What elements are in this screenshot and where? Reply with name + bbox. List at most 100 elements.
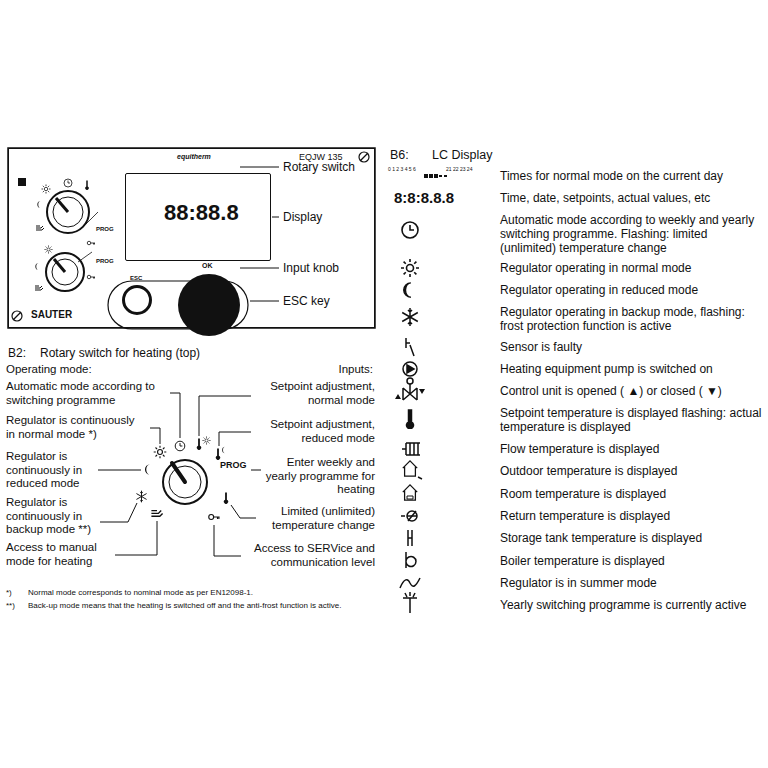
- controller-panel-drawing-part: [36, 226, 44, 230]
- lc-display-symbols-part: [402, 443, 420, 455]
- lc-display-symbols-part: [402, 308, 418, 326]
- controller-panel-drawing-part: [42, 185, 51, 194]
- symbol-description: Boiler temperature is displayed: [500, 554, 762, 568]
- column-heading: Inputs:: [318, 363, 373, 377]
- lc-display-symbols-part: [403, 485, 417, 500]
- symbol-description: Room temperature is displayed: [500, 487, 762, 501]
- switch-position-label: Setpoint adjustment, reduced mode: [255, 418, 375, 445]
- controller-panel-drawing-part: [78, 212, 98, 262]
- switch-position-label: Regulator is continuously in backup mode…: [6, 496, 96, 537]
- callout-label: Rotary switch: [283, 160, 355, 174]
- controller-panel-drawing-part: [35, 286, 43, 290]
- controller-panel-drawing-part: [35, 263, 39, 270]
- lc-display-symbols-part-part: [429, 174, 433, 178]
- controller-panel-drawing-part: [44, 245, 52, 253]
- lc-display-symbols-part: [401, 259, 419, 277]
- callout-label: Input knob: [283, 261, 339, 275]
- section-number: B2:: [8, 346, 26, 360]
- input-knob: OK: [178, 274, 240, 336]
- symbol-description: Control unit is opened ( ▲) or closed ( …: [500, 384, 762, 398]
- controller-panel-drawing-part: [12, 311, 22, 321]
- rotary-switch-diagram-part: [145, 464, 150, 474]
- rotary-switch-diagram-part-part: [231, 505, 256, 518]
- footnote-mark: **): [6, 601, 15, 611]
- lc-display-symbols-part-part: [439, 175, 442, 177]
- lc-display-symbols-part: [400, 578, 420, 588]
- switch-position-label: Limited (unlimited) temperature change: [260, 505, 375, 532]
- rotary-switch-diagram-part-part: [214, 525, 241, 556]
- lc-display-symbols-part-part: [434, 174, 438, 178]
- footnote-mark: *): [6, 588, 12, 598]
- switch-mark: PROG: [220, 460, 247, 471]
- lc-display-symbols-part: [407, 378, 413, 384]
- controller-panel-drawing-part: [52, 259, 78, 285]
- symbol-description: Times for normal mode on the current day: [500, 169, 762, 183]
- section-number: B6:: [390, 148, 409, 163]
- lc-display-symbols-part-part: [444, 175, 447, 177]
- controller-panel-drawing-part: [56, 198, 68, 212]
- lc-display-symbols-part: [408, 511, 416, 521]
- switch-mark: PROG: [96, 226, 114, 233]
- digit-symbol: 8:8:8.8.8: [394, 189, 454, 207]
- rotary-switch-diagram-part: [136, 491, 146, 503]
- lc-display-panel: 88:88.8: [125, 173, 271, 261]
- switch-position-label: Regulator is continuously in reduced mod…: [6, 450, 94, 491]
- switch-position-label: Setpoint adjustment, normal mode: [255, 380, 375, 407]
- rotary-switch-diagram-part-part: [100, 503, 137, 522]
- controller-panel-drawing-part: [18, 178, 26, 186]
- rotary-switch-diagram-part-part: [170, 393, 180, 438]
- callout-label: Display: [283, 210, 322, 224]
- switch-position-label: Access to manual mode for heating: [6, 541, 111, 568]
- symbol-description: Storage tank temperature is displayed: [500, 531, 762, 545]
- controller-panel-drawing-part: [46, 253, 84, 291]
- rotary-switch-diagram-part-part: [98, 470, 141, 471]
- symbol-description: Outdoor temperature is displayed: [500, 464, 762, 478]
- symbol-description: Time, date, setpoints, actual values, et…: [500, 191, 762, 205]
- symbol-description: Regulator operating in reduced mode: [500, 283, 762, 297]
- symbol-description: Heating equipment pump is switched on: [500, 362, 762, 376]
- lc-display-symbols-part: [404, 283, 411, 297]
- rotary-switch-diagram-part: [197, 439, 201, 450]
- hour-scale: 0 1 2 3 4 5 6: [388, 166, 416, 172]
- lc-display-symbols-part: [403, 384, 417, 400]
- lc-display-symbols: [395, 174, 447, 613]
- symbol-description: Regulator operating in normal mode: [500, 261, 762, 275]
- rotary-switch-diagram-part-part: [199, 396, 251, 436]
- rotary-switch-diagram-part: [216, 449, 220, 460]
- controller-panel-drawing-part: [359, 152, 369, 162]
- lc-display-symbols-part: [407, 496, 413, 499]
- symbol-description: Return temperature is displayed: [500, 509, 762, 523]
- controller-panel-drawing-part: [64, 179, 72, 187]
- lc-display-symbols-part: [402, 222, 418, 238]
- symbol-description: Automatic mode according to weekly and y…: [500, 213, 762, 255]
- lc-display-symbols-part: [403, 592, 417, 613]
- esc-key: ESC: [122, 285, 152, 315]
- symbol-description: Yearly switching programme is currently …: [500, 598, 762, 612]
- lc-display-symbols-part: [424, 174, 447, 178]
- lc-display-symbols-part: [418, 477, 422, 479]
- rotary-switch-diagram-part: [172, 463, 185, 482]
- leader-lines-part: [250, 301, 279, 302]
- controller-panel-drawing-part: [87, 241, 95, 245]
- column-heading: Operating mode:: [6, 363, 92, 377]
- rotary-switch-diagram-part: [151, 511, 162, 517]
- controller-panel-drawing-part: [360, 153, 368, 161]
- maker-name: SAUTER: [31, 309, 72, 321]
- symbol-description: Regulator is in summer mode: [500, 576, 762, 590]
- controller-panel-drawing-part: [53, 197, 83, 227]
- switch-position-label: Enter weekly and yearly programme for he…: [265, 456, 375, 497]
- controller-panel-drawing-part: [87, 275, 95, 279]
- rotary-switch-diagram-part: [209, 515, 220, 520]
- lc-display-symbols-part: [403, 461, 417, 476]
- rotary-switch-diagram-part: [163, 460, 207, 504]
- leader-lines-part: [240, 167, 279, 168]
- lc-display-symbols-part: [395, 389, 425, 399]
- switch-position-label: Regulator is continuously in normal mode…: [6, 414, 146, 441]
- controller-panel-drawing-part: [85, 181, 89, 190]
- footnote-text: Normal mode corresponds to nominal mode …: [28, 588, 253, 598]
- symbol-description: Setpoint temperature is displayed flashi…: [500, 406, 762, 434]
- hour-scale: 21 22 23 24: [446, 166, 472, 172]
- controller-panel-drawing-part: [13, 312, 21, 320]
- lc-display-symbols-part: [408, 530, 412, 546]
